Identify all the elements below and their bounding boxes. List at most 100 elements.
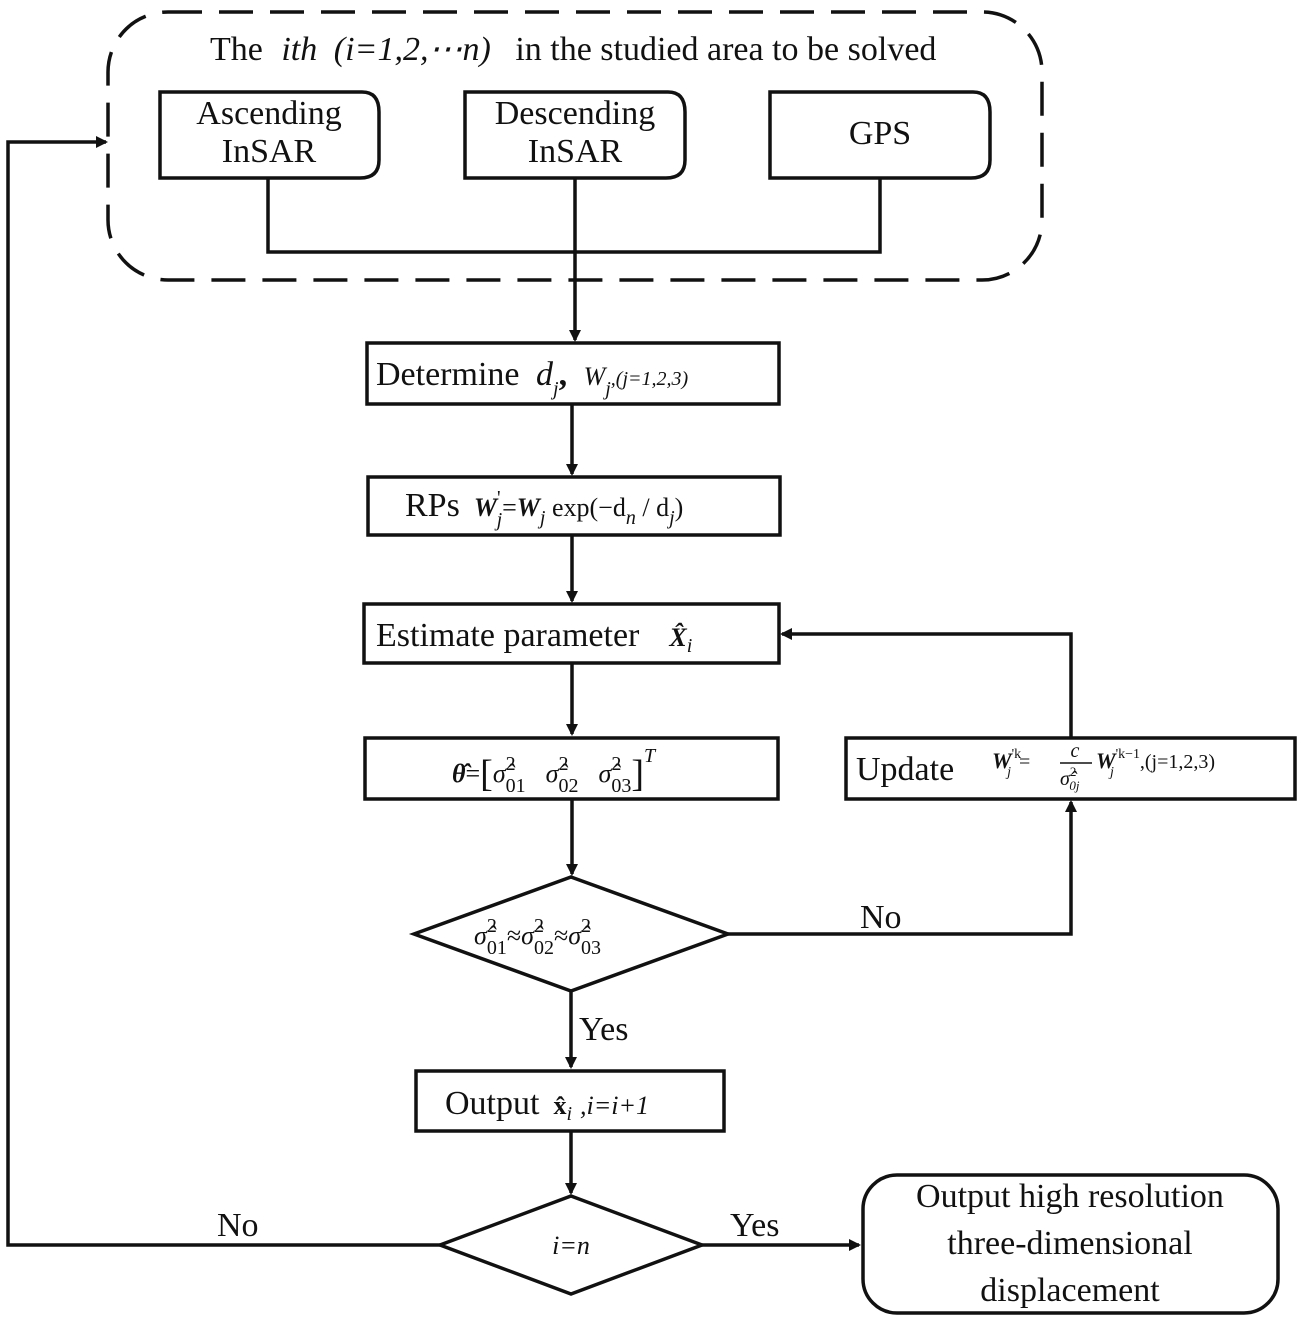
theta-T: T	[644, 745, 657, 767]
decision-i-equals-n: i=n	[435, 1194, 707, 1296]
theta-eq: =	[466, 759, 481, 788]
update-den-sup: 2	[1070, 764, 1077, 779]
group-title-range: (i=1,2,⋯n)	[334, 31, 491, 68]
decision2-label: i=n	[552, 1231, 590, 1260]
decision1-s2-sup: 2	[534, 915, 544, 937]
edge-label-yes-right: Yes	[730, 1207, 779, 1244]
rps-w: W	[474, 493, 499, 522]
svg-text:Output x̂i,i=i+1: Output x̂i ,i=i+1	[445, 1085, 649, 1125]
edge-label-no-right: No	[860, 899, 902, 936]
theta-s3-sup: 2	[611, 753, 621, 775]
group-title-ith: ith	[281, 31, 317, 68]
estimate-sub: i	[687, 635, 693, 657]
edge-label-yes-down: Yes	[579, 1011, 628, 1048]
rps-close: )	[675, 493, 684, 522]
rps-eq: =	[502, 493, 517, 522]
group-title-prefix: The	[210, 31, 263, 68]
theta-s2-sup: 2	[558, 753, 568, 775]
decision1-s1-sup: 2	[487, 915, 497, 937]
rps-w2: W	[517, 493, 542, 522]
edge-decision2-no	[6, 136, 440, 1247]
decision1-approx2: ≈	[554, 921, 568, 950]
final-line2: three-dimensional	[947, 1225, 1192, 1262]
determine-box: Determine dj, Wj,(j=1,2,3)	[365, 341, 781, 406]
svg-text:Estimate parameter X̂i: Estimate parameter X̂i	[376, 617, 692, 657]
determine-range: ,(j=1,2,3)	[611, 368, 689, 390]
update-eq: =	[1019, 751, 1030, 773]
rps-exp: exp(−d	[545, 493, 625, 522]
svg-text:W'k−1j,(j=1,2,3): W'k−1j ,(j=1,2,3)	[1096, 747, 1215, 780]
final-line3: displacement	[980, 1272, 1160, 1309]
rps-box: RPs W'j=Wj exp(−dn / dj)	[366, 475, 782, 537]
rps-div: / d	[636, 493, 669, 522]
edge-decision1-no	[728, 800, 1077, 936]
output-var: x̂	[553, 1091, 566, 1120]
estimate-box: Estimate parameter X̂i	[362, 602, 781, 665]
output-rest: ,i=i+1	[580, 1091, 649, 1120]
group-title-suffix: in the studied area to be solved	[515, 31, 936, 68]
estimate-var: X̂	[668, 623, 687, 652]
group-title: The ith (i=1,2,⋯n) in the studied area t…	[210, 31, 936, 68]
final-line1: Output high resolution	[916, 1178, 1224, 1215]
theta-s1-sup: 2	[506, 753, 516, 775]
theta-s2-sub: 02	[558, 775, 578, 797]
source-ascending-insar: Ascending InSAR	[158, 90, 381, 180]
svg-text:σ̂20j: σ̂20j	[1060, 764, 1080, 793]
theta-open: [	[480, 753, 493, 795]
decision1-s1-sub: 01	[487, 937, 507, 959]
output-sub: i	[566, 1103, 572, 1125]
decision1-s3-sub: 03	[581, 937, 601, 959]
source-descending-line2: InSAR	[528, 133, 623, 170]
rps-sub-n: n	[626, 507, 636, 529]
source-descending-insar: Descending InSAR	[463, 90, 687, 180]
update-w: W	[992, 748, 1013, 773]
source-descending-line1: Descending	[495, 95, 656, 132]
determine-d-sub: j	[550, 378, 559, 400]
source-ascending-line1: Ascending	[196, 95, 341, 132]
update-w2: W	[1096, 748, 1117, 773]
source-gps: GPS	[768, 90, 992, 180]
decision1-approx1: ≈	[507, 921, 521, 950]
estimate-word: Estimate parameter	[376, 617, 640, 654]
rps-word: RPs	[405, 487, 460, 524]
determine-d: d	[536, 356, 554, 393]
update-sub2: j	[1108, 765, 1114, 780]
decision1-s3-sup: 2	[581, 915, 591, 937]
rps-sub: j	[494, 509, 503, 531]
svg-text:W'kj=: W'kj =	[992, 747, 1030, 780]
svg-text:Update: Update	[856, 751, 954, 788]
update-sup: 'k	[1012, 747, 1022, 762]
output-box: Output x̂i ,i=i+1	[414, 1069, 726, 1133]
update-den-sub: 0j	[1069, 778, 1080, 793]
decision1-s2-sub: 02	[534, 937, 554, 959]
svg-text:σ̂201≈σ̂202≈σ̂203: σ̂201≈σ̂202≈σ̂203	[474, 915, 601, 959]
determine-w-sub: j	[602, 378, 611, 400]
theta-close: ]	[631, 753, 644, 795]
source-ascending-line2: InSAR	[222, 133, 317, 170]
theta-s3-sub: 03	[611, 775, 631, 797]
update-sub: j	[1005, 765, 1011, 780]
final-output-box: Output high resolution three-dimensional…	[861, 1173, 1280, 1315]
rps-prime: '	[497, 487, 501, 509]
determine-comma: ,	[559, 356, 568, 393]
determine-w: W	[584, 362, 608, 391]
determine-word: Determine	[376, 356, 520, 393]
edge-label-no-left: No	[217, 1207, 259, 1244]
svg-text:RPs W'j=Wj exp(−dn / dj): RPs W'j=Wj exp(−dn / dj)	[405, 487, 683, 531]
update-sup2: 'k−1	[1116, 747, 1140, 762]
source-gps-label: GPS	[849, 115, 911, 152]
output-word: Output	[445, 1085, 540, 1122]
rps-sub-j3: j	[666, 507, 675, 529]
theta-s1-sub: 01	[506, 775, 526, 797]
rps-sub2: j	[537, 507, 546, 529]
svg-text:Determine dj, Wj,(: Determine dj, Wj,(j=1,2,3)	[376, 356, 689, 400]
update-word: Update	[856, 751, 954, 788]
update-num: c	[1071, 740, 1080, 762]
edge-update-estimate	[780, 628, 1073, 738]
update-range: ,(j=1,2,3)	[1140, 751, 1215, 773]
